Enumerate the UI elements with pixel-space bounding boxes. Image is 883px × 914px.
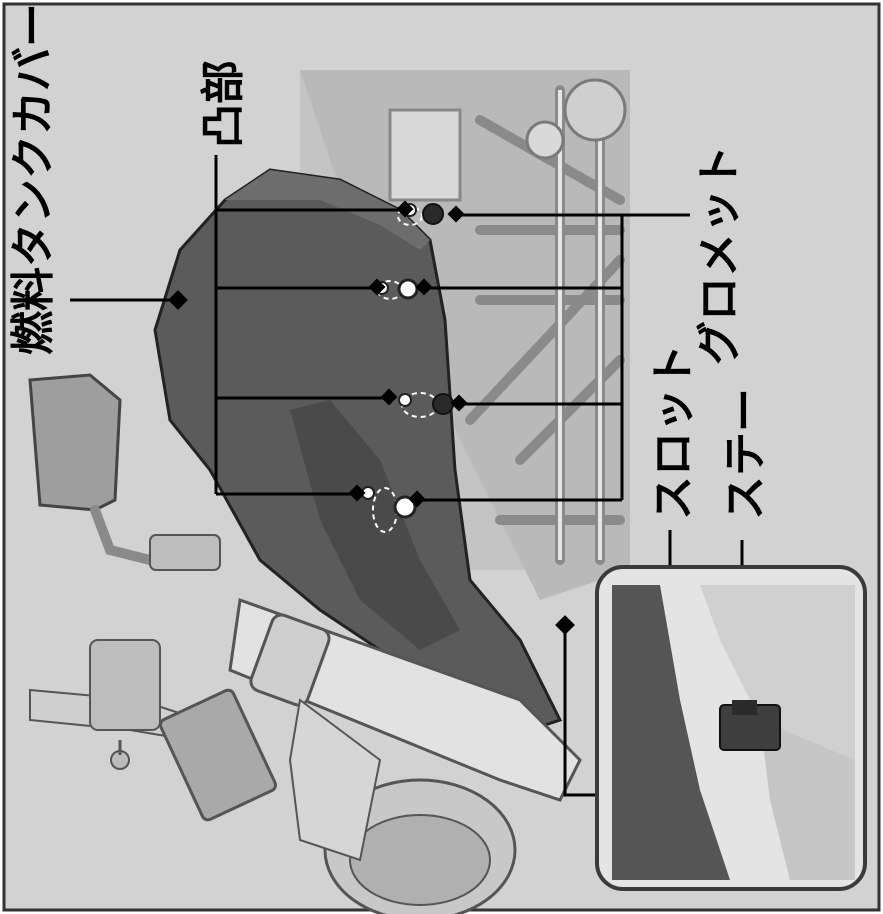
mirror: [28, 373, 221, 571]
slot-label: スロット: [648, 344, 699, 520]
boss-label: 凸部: [198, 60, 249, 148]
inset-detail: [595, 565, 867, 891]
stay-label: ステー: [720, 388, 771, 520]
headlight-assembly: [288, 698, 517, 914]
handlebar: [29, 597, 582, 822]
fuel-tank-cover-label: 燃料タンクカバー: [8, 3, 59, 355]
boss-points: [361, 203, 417, 500]
grommet-label: グロメット: [694, 145, 745, 365]
